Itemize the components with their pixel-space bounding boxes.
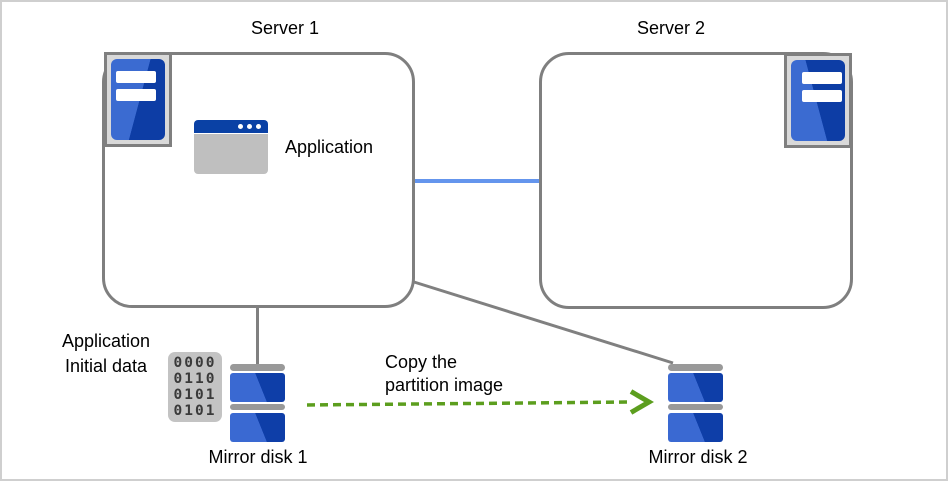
disk-cap bbox=[668, 364, 723, 371]
disk-platter bbox=[230, 413, 285, 442]
mirror-disk1-label: Mirror disk 1 bbox=[208, 447, 308, 467]
mirror-disk2-icon bbox=[668, 364, 723, 442]
initial-data-label: Application Initial data bbox=[62, 329, 150, 379]
disk-bar bbox=[668, 404, 723, 410]
binary-row: 0101 bbox=[173, 403, 217, 419]
initial-data-line1: Application bbox=[61, 331, 151, 351]
mirror-disk2-label: Mirror disk 2 bbox=[648, 447, 748, 467]
application-label: Application bbox=[285, 137, 374, 157]
binary-row: 0101 bbox=[173, 387, 217, 403]
server1-tower-icon bbox=[104, 52, 172, 147]
tower-slot-bar bbox=[802, 72, 842, 84]
tower-slot-bar bbox=[116, 89, 156, 101]
window-dot-icon bbox=[256, 124, 261, 129]
copy-label-line1: Copy the bbox=[385, 352, 458, 372]
server-tower-body bbox=[111, 59, 165, 140]
disk-platter bbox=[668, 373, 723, 402]
copy-partition-label: Copy the partition image bbox=[385, 351, 503, 397]
copy-arrow-head bbox=[629, 389, 654, 415]
disk-bar bbox=[230, 404, 285, 410]
binary-row: 0000 bbox=[173, 355, 217, 371]
initial-data-binary-icon: 0000 0110 0101 0101 bbox=[168, 352, 222, 422]
server-tower-body bbox=[791, 60, 845, 141]
application-window-icon bbox=[194, 120, 268, 174]
disk-platter bbox=[668, 413, 723, 442]
server2-label: Server 2 bbox=[636, 18, 706, 38]
disk-cap bbox=[230, 364, 285, 371]
window-body bbox=[194, 134, 268, 174]
server2-tower-icon bbox=[784, 53, 852, 148]
initial-data-line2: Initial data bbox=[64, 356, 148, 376]
binary-row: 0110 bbox=[173, 371, 217, 387]
tower-slot-bar bbox=[802, 90, 842, 102]
window-dot-icon bbox=[247, 124, 252, 129]
disk-platter bbox=[230, 373, 285, 402]
window-titlebar bbox=[194, 120, 268, 133]
tower-slot-bar bbox=[116, 71, 156, 83]
copy-arrow-line bbox=[306, 400, 633, 407]
copy-label-line2: partition image bbox=[385, 375, 504, 395]
mirror-disk1-icon bbox=[230, 364, 285, 442]
window-dot-icon bbox=[238, 124, 243, 129]
server1-label: Server 1 bbox=[250, 18, 320, 38]
